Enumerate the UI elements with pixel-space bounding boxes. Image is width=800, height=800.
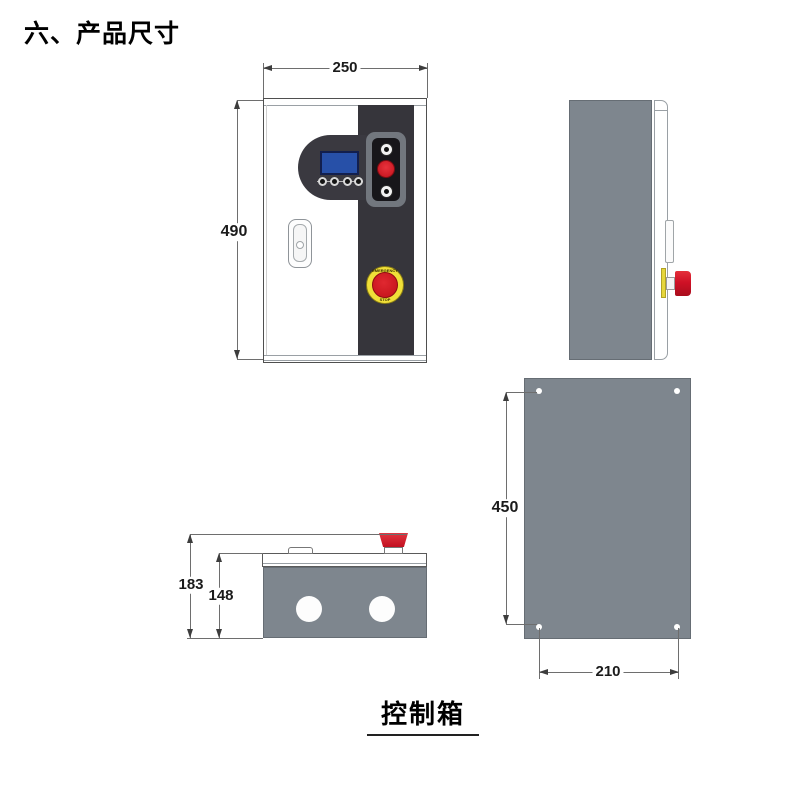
dim-250-ext-right (427, 63, 428, 98)
bottom-door-strip (262, 553, 427, 567)
up-button[interactable] (379, 142, 393, 156)
side-estop-head (675, 271, 691, 296)
dim-183-leader-bottom (187, 638, 263, 639)
mount-hole-top-right (674, 388, 680, 394)
dim-210-label: 210 (592, 663, 624, 681)
dim-250-label: 250 (329, 59, 361, 77)
down-button[interactable] (379, 184, 393, 198)
dim-210-arrow-left (539, 668, 548, 675)
dim-450-arrow-top (502, 392, 509, 401)
dim-148-arrow-bottom (215, 629, 222, 638)
dim-210-ext-right (678, 628, 679, 679)
lcd-screen (320, 151, 359, 175)
bottom-estop-base (384, 547, 403, 554)
dim-450-arrow-bottom (502, 615, 509, 624)
dim-148-arrow-top (215, 553, 222, 562)
down-button-icon (384, 189, 389, 194)
dim-490-leader-bottom (237, 359, 263, 360)
dim-490-arrow-top (233, 100, 240, 109)
bottom-door-strip-inner-line (263, 563, 426, 564)
lcd-button-4[interactable] (353, 176, 363, 186)
dim-450-label: 450 (488, 499, 522, 517)
dim-210-arrow-right (670, 668, 679, 675)
side-lock-profile (665, 220, 674, 263)
dim-148-label: 148 (205, 587, 237, 605)
cable-hole-right (369, 596, 395, 622)
side-door-notch-line (655, 110, 667, 111)
front-door-left-seam (266, 105, 267, 355)
dim-250-ext-left (263, 63, 264, 98)
dim-183-arrow-top (186, 534, 193, 543)
dim-250-arrow-left (263, 64, 272, 71)
lcd-button-2[interactable] (329, 176, 339, 186)
dim-183-leader-top (190, 534, 407, 535)
front-top-frame-line (264, 105, 426, 106)
section-title: 六、产品尺寸 (24, 20, 181, 48)
cable-hole-left (296, 596, 322, 622)
lcd-button-1[interactable] (317, 176, 327, 186)
up-button-icon (384, 147, 389, 152)
start-button[interactable] (377, 160, 395, 178)
bottom-estop-head (379, 533, 408, 547)
emergency-stop-text-top: EMERGENCY (372, 267, 398, 273)
lcd-button-3[interactable] (342, 176, 352, 186)
mount-hole-bottom-right (674, 624, 680, 630)
emergency-stop-text-bottom: STOP (379, 296, 391, 302)
bottom-body (263, 567, 427, 638)
figure-caption: 控制箱 (366, 694, 480, 736)
dim-250-arrow-right (419, 64, 428, 71)
door-lock-keyhole (296, 241, 304, 249)
lcd-button-rail (317, 181, 363, 182)
front-bottom-frame-line-upper (264, 355, 426, 356)
dim-490-leader-top (237, 100, 263, 101)
side-estop-ring (661, 268, 666, 298)
emergency-stop-cap[interactable] (372, 272, 398, 298)
front-bottom-frame-line-lower (264, 360, 426, 361)
dim-490-label: 490 (217, 223, 251, 241)
mount-hole-top-left (536, 388, 542, 394)
dim-148-leader-top (219, 553, 263, 554)
bottom-hinge (288, 547, 313, 554)
mount-hole-bottom-left (536, 624, 542, 630)
dim-183-label: 183 (175, 576, 207, 594)
dim-183-arrow-bottom (186, 629, 193, 638)
dim-450-leader-top (506, 392, 537, 393)
dim-450-leader-bottom (506, 624, 537, 625)
side-estop-stem (666, 277, 675, 290)
back-panel (524, 378, 691, 639)
side-body (569, 100, 652, 360)
dim-490-arrow-bottom (233, 350, 240, 359)
dim-210-ext-left (539, 628, 540, 679)
